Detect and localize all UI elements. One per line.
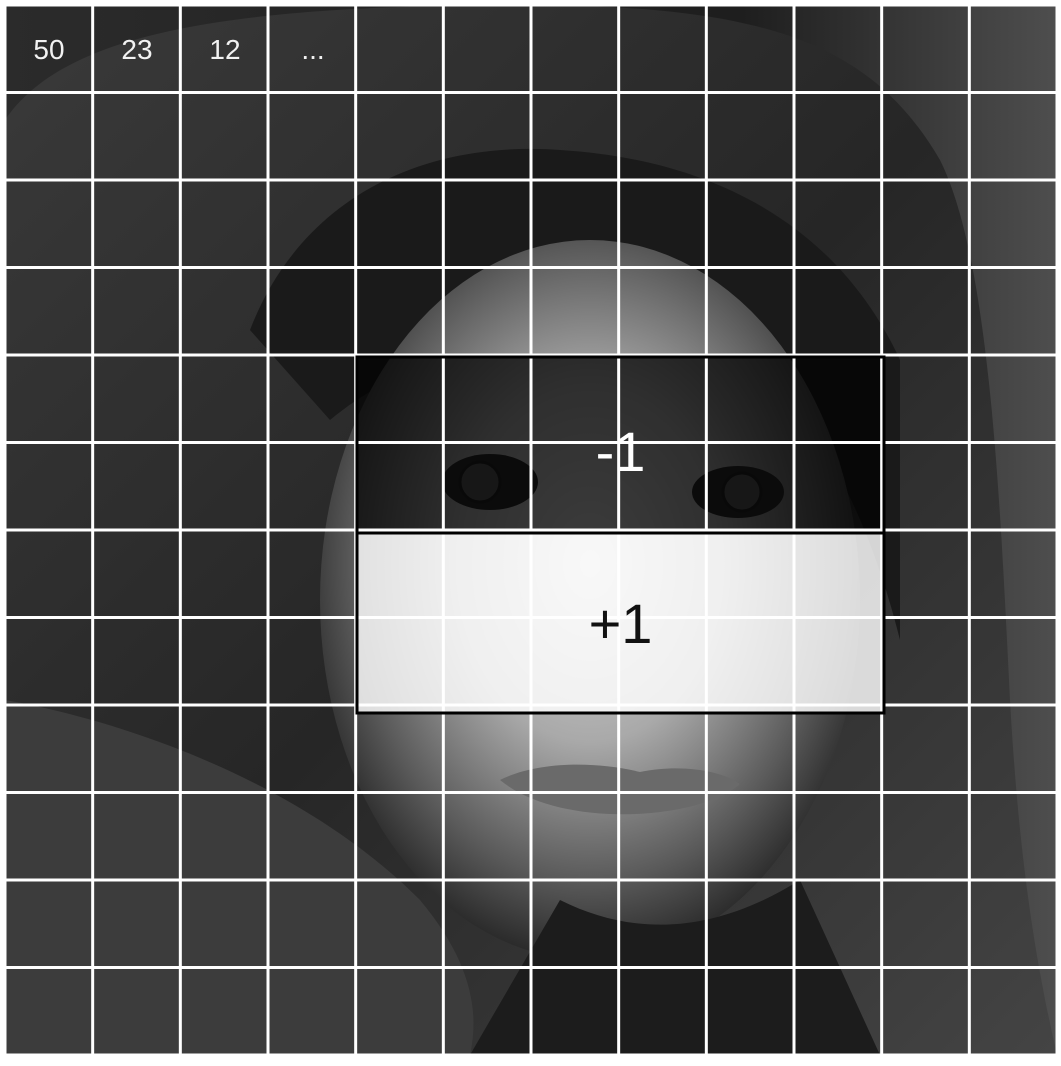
- haar-feature: [357, 357, 884, 713]
- cell-value-2: 23: [121, 34, 153, 65]
- haar-feature-borders: [355, 355, 886, 715]
- light-region-weight: +1: [588, 592, 653, 655]
- cell-value-ellipsis: ...: [301, 34, 325, 65]
- hair: [250, 148, 900, 640]
- pixel-grid: [3, 3, 1059, 1057]
- cell-value-3: 12: [209, 34, 241, 65]
- cell-value-1: 50: [33, 34, 65, 65]
- light-region-border: [355, 531, 886, 715]
- dark-region-weight: -1: [595, 420, 646, 483]
